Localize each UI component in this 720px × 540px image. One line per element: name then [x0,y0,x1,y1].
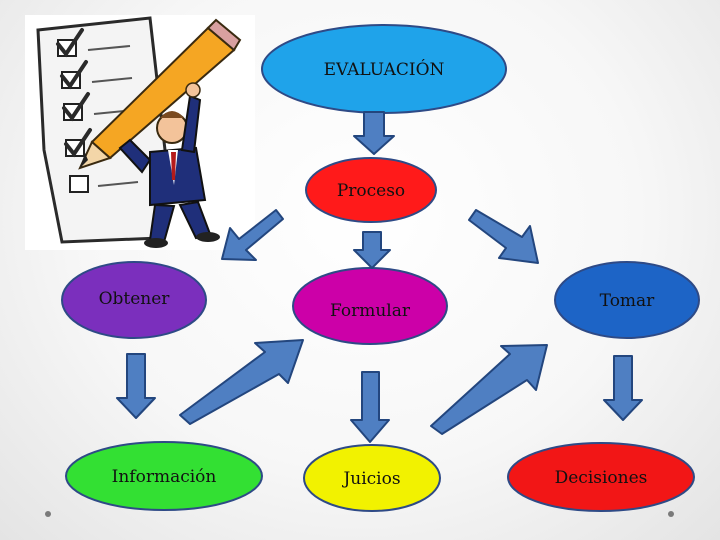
clipart-illustration [25,15,255,250]
arrow-proceso-to-formular [353,231,391,269]
man-figure [118,82,220,248]
node-tomar: Tomar [554,261,700,339]
arrow-proceso-to-obtener [221,209,284,261]
node-formular: Formular [292,267,448,345]
arrow-proceso-to-tomar [468,209,539,264]
node-obtener-label: Obtener [99,289,171,309]
arrow-obtener-to-informacion [116,353,156,419]
arrow-tomar-to-decisiones [603,355,643,421]
node-formular-shape [292,267,448,345]
decorative-dot-right [668,511,674,517]
node-decisiones: Decisiones [507,442,695,512]
node-juicios-shape [303,444,441,512]
pencil-icon [78,18,242,170]
node-tomar-shape [554,261,700,339]
node-juicios-label: Juicios [341,469,400,489]
arrow-evaluacion-to-proceso [353,111,395,155]
node-decisiones-shape [507,442,695,512]
node-juicios: Juicios [303,444,441,512]
decorative-dot-left [45,511,51,517]
node-proceso-label: Proceso [337,181,405,201]
node-obtener-shape [61,261,207,339]
node-decisiones-label: Decisiones [555,468,648,488]
arrow-decisiones-up-to-juicios [430,344,548,435]
node-informacion: Información [65,441,263,511]
node-tomar-label: Tomar [600,291,656,311]
node-informacion-shape [65,441,263,511]
node-proceso: Proceso [305,157,437,223]
arrow-juicios-up-to-formular [179,339,304,425]
node-proceso-shape [305,157,437,223]
arrow-formular-to-juicios [350,371,390,443]
node-evaluacion: EVALUACIÓN [261,24,507,114]
node-obtener: Obtener [61,261,207,339]
node-evaluacion-label: EVALUACIÓN [324,59,445,80]
node-informacion-label: Información [112,467,217,487]
checklist-icon [36,16,167,244]
node-formular-label: Formular [330,301,411,321]
